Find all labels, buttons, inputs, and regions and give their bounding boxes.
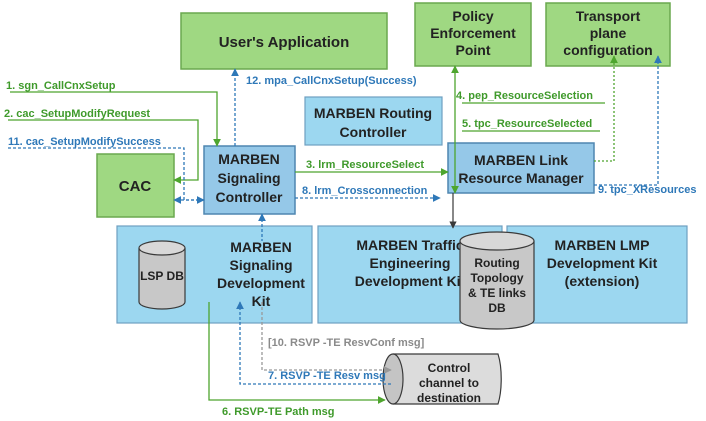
label-m4: 4. pep_ResourceSelection: [456, 90, 593, 102]
signaling-controller-label-line: Signaling: [218, 170, 281, 186]
lmp-kit-label-line: (extension): [565, 273, 640, 289]
cac-label: CAC: [119, 178, 152, 195]
rt-db-label-line: DB: [488, 301, 506, 315]
link-resource-manager-box: MARBEN Link Resource Manager: [447, 142, 595, 194]
users-application-label: User's Application: [219, 34, 350, 51]
lmp-kit-label-line: MARBEN LMP: [555, 237, 650, 253]
label-m3: 3. lrm_ResourceSelect: [306, 159, 424, 171]
sdk-label-line: Development: [217, 275, 305, 291]
label-m7: 7. RSVP -TE Resv msg: [268, 370, 386, 382]
arrow-m6: [208, 302, 386, 404]
arrow-m2: [8, 119, 199, 184]
lrm-label-line: Resource Manager: [458, 170, 584, 186]
arrow-m10: [261, 302, 392, 374]
label-m6: 6. RSVP-TE Path msg: [222, 406, 334, 418]
label-m2: 2. cac_SetupModifyRequest: [4, 108, 150, 120]
transport-plane-configuration-box: Transport plane configuration: [545, 2, 671, 67]
tpc-label-line: configuration: [563, 42, 652, 58]
routing-controller-box: MARBEN Routing Controller: [304, 96, 443, 146]
signaling-controller-box: MARBEN Signaling Controller: [203, 145, 296, 215]
label-m8: 8. lrm_Crossconnection: [302, 185, 428, 197]
routing-topology-db-cylinder: Routing Topology & TE links DB: [459, 231, 535, 330]
pep-label-line: Point: [456, 42, 491, 58]
te-kit-label-line: Engineering: [370, 255, 451, 271]
label-m5: 5. tpc_ResourceSelected: [462, 118, 592, 130]
sdk-label-line: MARBEN: [230, 239, 291, 255]
pep-label-line: Enforcement: [430, 25, 516, 41]
label-m1: 1. sgn_CallCnxSetup: [6, 80, 116, 92]
lsp-db-cylinder: LSP DB: [138, 240, 186, 310]
label-m11: 11. cac_SetupModifySuccess: [8, 136, 161, 148]
signaling-controller-label-line: MARBEN: [218, 151, 279, 167]
rt-db-label-line: & TE links: [468, 286, 526, 300]
control-channel-label-line: destination: [417, 391, 481, 405]
users-application-box: User's Application: [180, 12, 388, 70]
rt-db-label-line: Routing: [474, 256, 519, 270]
sdk-label-line: Kit: [252, 293, 271, 309]
pep-label-line: Policy: [452, 8, 493, 24]
tpc-label-line: Transport: [576, 8, 641, 24]
cac-box: CAC: [96, 153, 175, 218]
arrow-m7: [236, 301, 391, 385]
control-channel-label-line: channel to: [419, 376, 479, 390]
lmp-kit-label-line: Development Kit: [547, 255, 658, 271]
tpc-label-line: plane: [590, 25, 627, 41]
control-channel-label-line: Control: [428, 361, 471, 375]
lmp-development-kit-box: MARBEN LMP Development Kit (extension): [506, 225, 688, 324]
label-m10: [10. RSVP -TE ResvConf msg]: [268, 337, 425, 349]
arrow-m1: [10, 91, 221, 147]
te-kit-label-line: MARBEN Traffic: [356, 237, 464, 253]
lsp-db-label: LSP DB: [140, 269, 184, 283]
signaling-controller-label-line: Controller: [216, 189, 283, 205]
te-kit-label-line: Development Kit: [355, 273, 466, 289]
control-channel-cylinder: Control channel to destination: [382, 353, 502, 405]
routing-controller-label-line: Controller: [340, 124, 407, 140]
lrm-label-line: MARBEN Link: [474, 152, 568, 168]
sdk-label-line: Signaling: [230, 257, 293, 273]
arrow-m5: [594, 55, 618, 162]
label-m12: 12. mpa_CallCnxSetup(Success): [246, 75, 417, 87]
arrow-m9: [594, 55, 662, 186]
policy-enforcement-point-box: Policy Enforcement Point: [414, 2, 532, 67]
label-m9: 9. tpc_XResources: [598, 184, 696, 196]
rt-db-label-line: Topology: [470, 271, 523, 285]
routing-controller-label-line: MARBEN Routing: [314, 105, 432, 121]
